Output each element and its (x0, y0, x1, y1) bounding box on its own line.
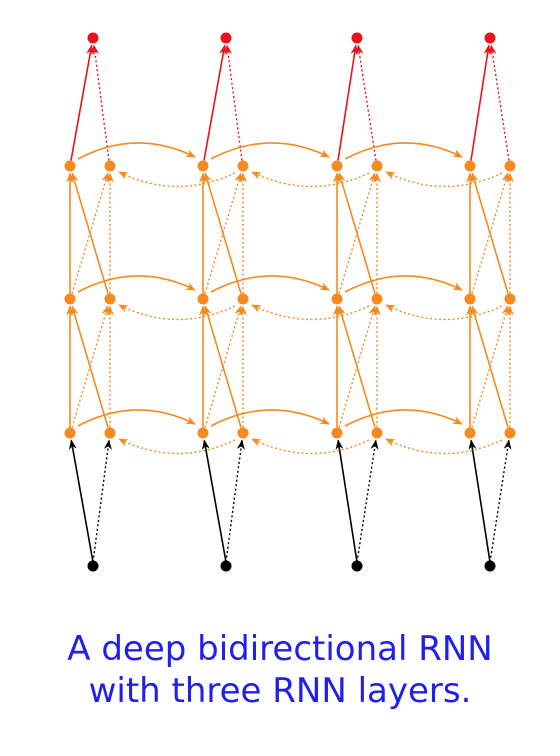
forward-hidden-node (331, 427, 343, 439)
forward-hidden-node (64, 160, 76, 172)
input-to-backward-edge (92, 439, 112, 563)
layer-backward-to-forward-edge (70, 172, 109, 294)
input-node (351, 560, 363, 572)
forward-recurrent-edge (210, 142, 330, 160)
forward-hidden-node (64, 293, 76, 305)
input-node (87, 560, 99, 572)
layer-forward-to-backward-edge (338, 172, 377, 294)
output-node (351, 32, 363, 44)
input-to-forward-edge (68, 439, 94, 563)
backward-hidden-node (104, 293, 116, 305)
forward-hidden-node (197, 293, 209, 305)
input-to-backward-edge (356, 439, 379, 563)
layer-forward-to-backward-edge (204, 172, 243, 294)
forward-recurrent-edge (344, 142, 463, 160)
forward-hidden-node (197, 427, 209, 439)
forward-to-output-edge (337, 44, 359, 161)
input-to-backward-edge (489, 439, 512, 563)
layer-forward-to-backward-edge (338, 305, 377, 428)
backward-to-output-edge (488, 44, 510, 161)
forward-hidden-node (64, 427, 76, 439)
backward-hidden-node (371, 160, 383, 172)
layer-forward-to-backward-edge (71, 172, 110, 294)
forward-recurrent-edge (344, 275, 463, 293)
backward-recurrent-edge (251, 304, 370, 321)
backward-to-output-edge (224, 44, 243, 161)
backward-recurrent-edge (385, 438, 503, 455)
forward-hidden-node (197, 160, 209, 172)
backward-recurrent-edge (385, 171, 503, 188)
forward-recurrent-edge (77, 142, 196, 160)
layer-backward-to-forward-edge (470, 172, 509, 294)
output-node (87, 32, 99, 44)
input-to-forward-edge (201, 439, 227, 563)
backward-hidden-node (237, 160, 249, 172)
layer-backward-to-forward-edge (337, 172, 376, 294)
forward-recurrent-edge (210, 275, 330, 293)
forward-hidden-node (331, 293, 343, 305)
forward-recurrent-edge (210, 409, 330, 427)
backward-to-output-edge (355, 44, 377, 161)
backward-hidden-node (371, 293, 383, 305)
forward-hidden-node (464, 427, 476, 439)
backward-to-output-edge (91, 44, 110, 161)
forward-hidden-node (331, 160, 343, 172)
bidirectional-rnn-diagram (64, 32, 516, 572)
edges-layer (66, 44, 514, 563)
forward-recurrent-edge (77, 409, 196, 427)
backward-recurrent-edge (118, 438, 236, 455)
backward-hidden-node (504, 160, 516, 172)
forward-recurrent-edge (344, 409, 463, 427)
backward-hidden-node (504, 293, 516, 305)
forward-to-output-edge (470, 44, 492, 161)
backward-hidden-node (237, 293, 249, 305)
forward-recurrent-edge (77, 275, 196, 293)
layer-forward-to-backward-edge (204, 305, 243, 428)
layer-backward-to-forward-edge (203, 172, 242, 294)
forward-hidden-node (464, 160, 476, 172)
layer-forward-to-backward-edge (471, 305, 510, 428)
input-to-forward-edge (468, 439, 491, 563)
forward-to-output-edge (203, 44, 228, 161)
output-node (484, 32, 496, 44)
backward-recurrent-edge (251, 438, 370, 455)
forward-to-output-edge (70, 44, 95, 161)
backward-hidden-node (104, 160, 116, 172)
backward-recurrent-edge (385, 304, 503, 321)
backward-hidden-node (371, 427, 383, 439)
diagram-caption: A deep bidirectional RNN with three RNN … (0, 628, 560, 712)
output-node (220, 32, 232, 44)
input-node (220, 560, 232, 572)
backward-hidden-node (104, 427, 116, 439)
backward-recurrent-edge (118, 171, 236, 188)
nodes-layer (64, 32, 516, 572)
forward-hidden-node (464, 293, 476, 305)
backward-recurrent-edge (251, 171, 370, 188)
caption-line-2: with three RNN layers. (88, 671, 472, 711)
caption-line-1: A deep bidirectional RNN (67, 629, 493, 669)
backward-recurrent-edge (118, 304, 236, 321)
input-to-forward-edge (335, 439, 358, 563)
backward-hidden-node (237, 427, 249, 439)
layer-forward-to-backward-edge (471, 172, 510, 294)
input-node (484, 560, 496, 572)
backward-hidden-node (504, 427, 516, 439)
input-to-backward-edge (225, 439, 245, 563)
layer-forward-to-backward-edge (71, 305, 110, 428)
